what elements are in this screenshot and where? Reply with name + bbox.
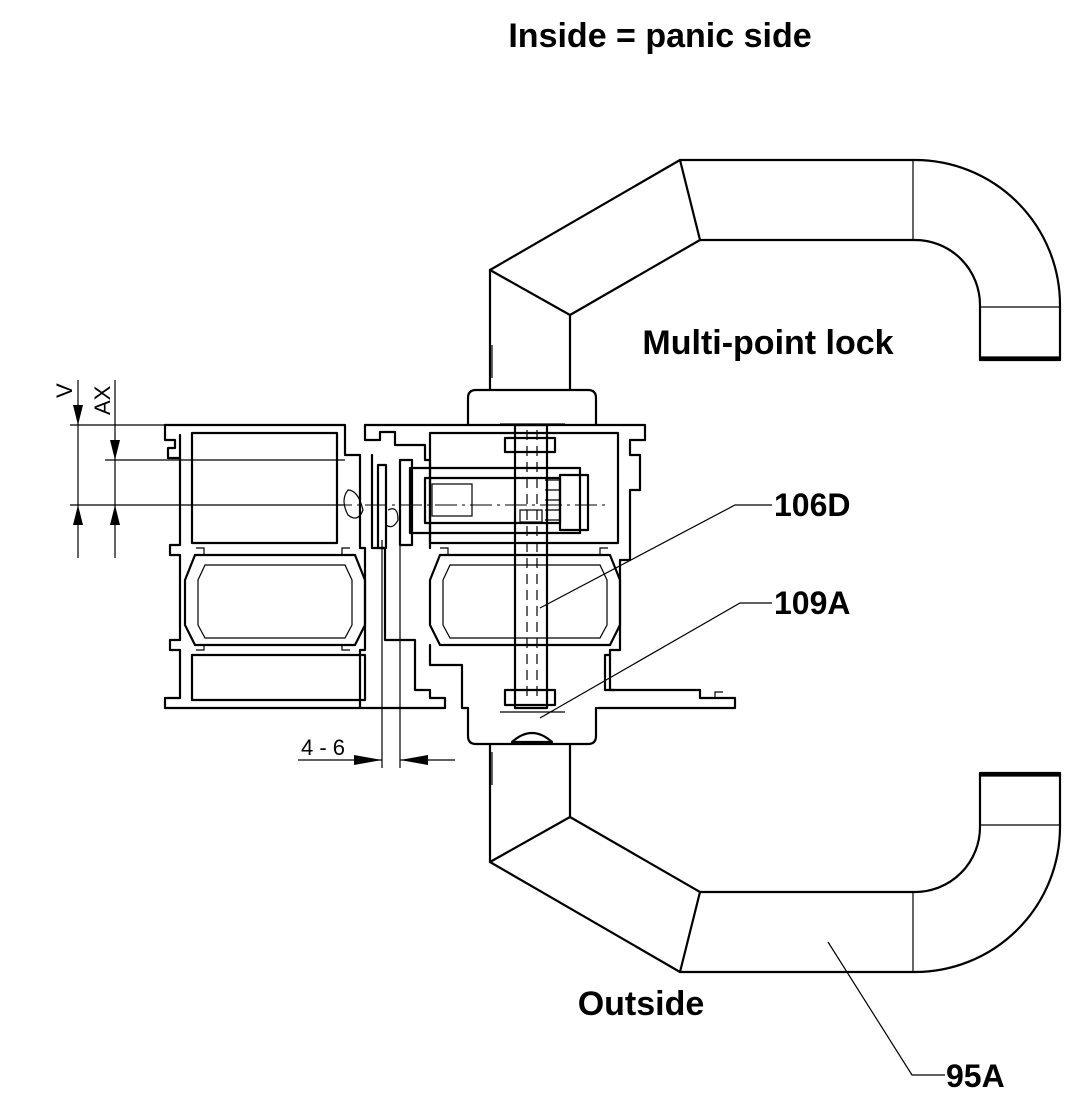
lower-rosette: [466, 706, 598, 746]
dimension-ax-label: AX: [90, 385, 115, 415]
upper-lever-handle: [488, 158, 1062, 392]
right-sash-profile: [363, 423, 737, 710]
dimension-v-label: V: [52, 383, 77, 398]
upper-rosette: [466, 388, 598, 427]
dimension-v-ax: [70, 380, 345, 558]
dimension-gap: [298, 540, 455, 768]
multi-point-lock-label: Multi-point lock: [642, 324, 893, 362]
leader-lines: [539, 504, 945, 1076]
left-frame-profile: [163, 423, 447, 710]
multi-point-lock-body: [408, 466, 590, 535]
part-95A-label: 95A: [946, 1058, 1005, 1094]
part-109A-label: 109A: [774, 585, 851, 621]
spindle: [503, 423, 557, 744]
rebate-gasket: [343, 458, 414, 550]
lower-lever-handle: [488, 743, 1062, 974]
dimension-gap-label: 4 - 6: [301, 735, 345, 760]
outside-label: Outside: [578, 985, 705, 1023]
part-106D-label: 106D: [774, 487, 851, 523]
drawing-title: Inside = panic side: [508, 17, 811, 55]
